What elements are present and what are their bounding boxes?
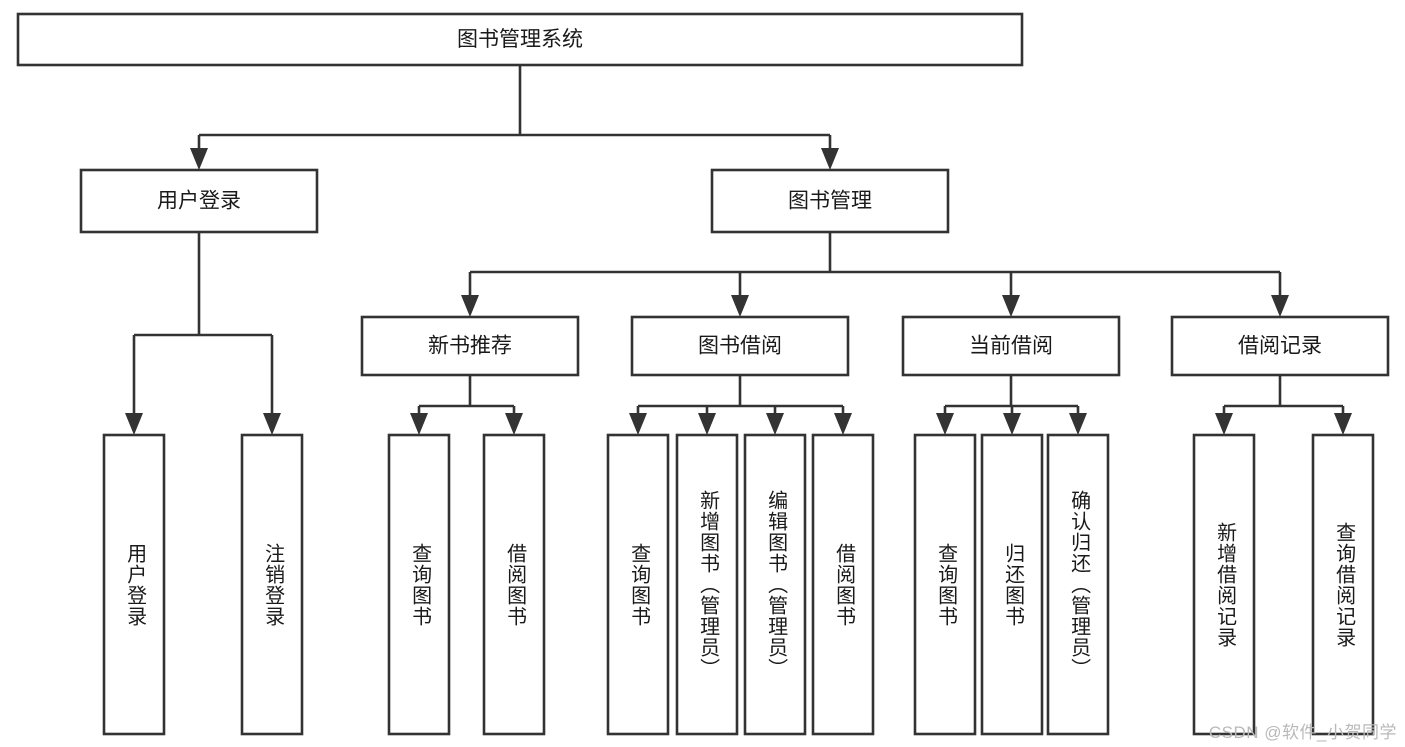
arrow-book-borrow-to-leaf-borrow-book-arrowhead (834, 413, 852, 435)
arrow-new-book-recommend-to-leaf-query-book-recommend-arrowhead (410, 413, 428, 435)
node-leaf-user-login[interactable] (102, 433, 166, 736)
node-borrow-records[interactable]: 借阅记录 (1170, 315, 1390, 377)
node-box-current-borrow[interactable] (901, 315, 1121, 377)
arrow-borrow-records-to-leaf-add-borrow-record-arrowhead (1215, 413, 1233, 435)
arrow-book-borrow-to-leaf-add-book-admin-arrowhead (698, 413, 716, 435)
connector-layer (125, 65, 1352, 435)
node-label-root: 图书管理系统 (457, 28, 583, 51)
watermark-text: CSDN @软件_小贺同学 (1208, 723, 1397, 742)
node-box-leaf-borrow-book-recommend[interactable] (482, 433, 546, 736)
node-box-leaf-user-logout[interactable] (240, 433, 304, 736)
node-box-new-book-recommend[interactable] (360, 315, 580, 377)
node-leaf-return-book[interactable] (980, 433, 1044, 736)
arrow-book-borrow-to-leaf-edit-book-admin-arrowhead (766, 413, 784, 435)
node-leaf-borrow-book-recommend[interactable] (482, 433, 546, 736)
arrow-user-login-to-leaf-user-logout-arrowhead (263, 413, 281, 435)
node-root[interactable]: 图书管理系统 (16, 12, 1024, 67)
node-leaf-query-borrow-record[interactable] (1311, 433, 1375, 736)
node-box-leaf-add-borrow-record[interactable] (1192, 433, 1256, 736)
node-box-leaf-query-book-current[interactable] (913, 433, 977, 736)
node-user-login[interactable]: 用户登录 (79, 168, 319, 234)
arrow-root-to-user-login-arrowhead (190, 148, 208, 170)
node-book-borrow[interactable]: 图书借阅 (630, 315, 850, 377)
node-label-user-login: 用户登录 (157, 190, 241, 213)
node-book-management[interactable]: 图书管理 (710, 168, 950, 234)
node-box-book-management[interactable] (710, 168, 950, 234)
node-new-book-recommend[interactable]: 新书推荐 (360, 315, 580, 377)
arrow-root-to-book-management-arrowhead (821, 148, 839, 170)
node-box-borrow-records[interactable] (1170, 315, 1390, 377)
node-leaf-user-logout[interactable] (240, 433, 304, 736)
node-leaf-query-book-recommend[interactable] (387, 433, 451, 736)
node-leaf-query-book-current[interactable] (913, 433, 977, 736)
arrow-bm-to-current-borrow-arrowhead (1002, 295, 1020, 317)
node-leaf-query-book-borrow[interactable] (606, 433, 670, 736)
node-box-leaf-query-book-borrow[interactable] (606, 433, 670, 736)
node-leaf-edit-book-admin[interactable] (743, 433, 807, 736)
node-box-leaf-borrow-book[interactable] (811, 433, 875, 736)
node-box-user-login[interactable] (79, 168, 319, 234)
node-current-borrow[interactable]: 当前借阅 (901, 315, 1121, 377)
node-leaf-confirm-return-admin[interactable] (1046, 433, 1110, 736)
arrow-bm-to-book-borrow-arrowhead (731, 295, 749, 317)
node-box-leaf-user-login[interactable] (102, 433, 166, 736)
node-box-leaf-add-book-admin[interactable] (675, 433, 739, 736)
node-leaf-add-borrow-record[interactable] (1192, 433, 1256, 736)
arrow-new-book-recommend-to-leaf-borrow-book-recommend-arrowhead (505, 413, 523, 435)
arrow-current-borrow-to-leaf-confirm-return-admin-arrowhead (1069, 413, 1087, 435)
arrow-bm-to-new-book-recommend-arrowhead (461, 295, 479, 317)
node-label-current-borrow: 当前借阅 (969, 335, 1053, 358)
node-label-new-book-recommend: 新书推荐 (428, 335, 512, 358)
node-box-root[interactable] (16, 12, 1024, 67)
node-box-leaf-edit-book-admin[interactable] (743, 433, 807, 736)
node-box-leaf-query-book-recommend[interactable] (387, 433, 451, 736)
node-label-book-borrow: 图书借阅 (698, 335, 782, 358)
node-leaf-borrow-book[interactable] (811, 433, 875, 736)
arrow-borrow-records-to-leaf-query-borrow-record-arrowhead (1334, 413, 1352, 435)
arrow-user-login-to-leaf-user-login-arrowhead (125, 413, 143, 435)
arrow-bm-to-borrow-records-arrowhead (1271, 295, 1289, 317)
arrow-current-borrow-to-leaf-return-book-arrowhead (1003, 413, 1021, 435)
node-label-book-management: 图书管理 (788, 190, 872, 213)
arrow-current-borrow-to-leaf-query-book-current-arrowhead (936, 413, 954, 435)
node-box-leaf-return-book[interactable] (980, 433, 1044, 736)
node-box-leaf-confirm-return-admin[interactable] (1046, 433, 1110, 736)
node-label-borrow-records: 借阅记录 (1238, 335, 1322, 358)
node-box-leaf-query-borrow-record[interactable] (1311, 433, 1375, 736)
arrow-book-borrow-to-leaf-query-book-borrow-arrowhead (629, 413, 647, 435)
node-leaf-add-book-admin[interactable] (675, 433, 739, 736)
node-box-book-borrow[interactable] (630, 315, 850, 377)
